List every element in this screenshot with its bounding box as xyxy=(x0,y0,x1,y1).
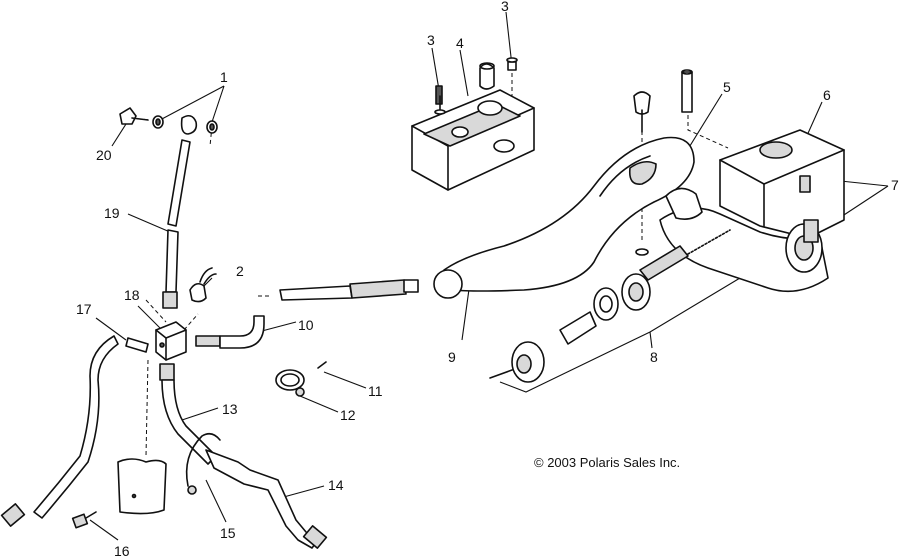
callout-12: 12 xyxy=(340,407,356,423)
callout-19: 19 xyxy=(104,205,120,221)
item-3-screws xyxy=(434,57,518,115)
callout-3b: 3 xyxy=(501,0,509,14)
callout-5: 5 xyxy=(723,79,731,95)
callouts: 1 2 3 3 4 5 6 7 8 9 10 11 12 13 14 15 16… xyxy=(76,0,899,559)
callout-13: 13 xyxy=(222,401,238,417)
callout-6: 6 xyxy=(823,87,831,103)
copyright-notice: © 2003 Polaris Sales Inc. xyxy=(534,455,680,470)
item-15-clip xyxy=(185,432,221,495)
item-16-bracket xyxy=(71,458,167,529)
callout-15: 15 xyxy=(220,525,236,541)
callout-20: 20 xyxy=(96,147,112,163)
item-17-hose xyxy=(0,335,149,527)
item-18-junction-block xyxy=(155,321,187,361)
item-8-piston-kit xyxy=(489,229,731,383)
leader-lines xyxy=(89,11,889,541)
callout-3a: 3 xyxy=(427,32,435,48)
callout-18: 18 xyxy=(124,287,140,303)
item-12-clamp xyxy=(275,361,327,397)
item-2-switch xyxy=(189,267,217,303)
item-1-washers xyxy=(152,114,218,135)
item-20-screw xyxy=(119,107,149,125)
callout-11: 11 xyxy=(368,383,383,399)
callout-14: 14 xyxy=(328,477,344,493)
callout-7: 7 xyxy=(891,177,899,193)
item-13-hose xyxy=(159,363,217,465)
item-6-master-cylinder xyxy=(659,129,845,293)
item-5-pin xyxy=(633,69,693,256)
callout-16: 16 xyxy=(114,543,130,559)
item-9-lever xyxy=(433,136,695,299)
callout-17: 17 xyxy=(76,301,92,317)
item-4-reservoir-cover xyxy=(411,61,535,191)
brake-cable xyxy=(279,279,419,301)
item-14-hose xyxy=(205,449,328,549)
callout-8: 8 xyxy=(650,349,658,365)
callout-4: 4 xyxy=(456,35,464,51)
item-19-brake-line xyxy=(162,139,191,309)
callout-1: 1 xyxy=(220,69,228,85)
callout-10: 10 xyxy=(298,317,314,333)
callout-9: 9 xyxy=(448,349,456,365)
item-10-hose xyxy=(195,315,265,349)
callout-2: 2 xyxy=(236,263,244,279)
